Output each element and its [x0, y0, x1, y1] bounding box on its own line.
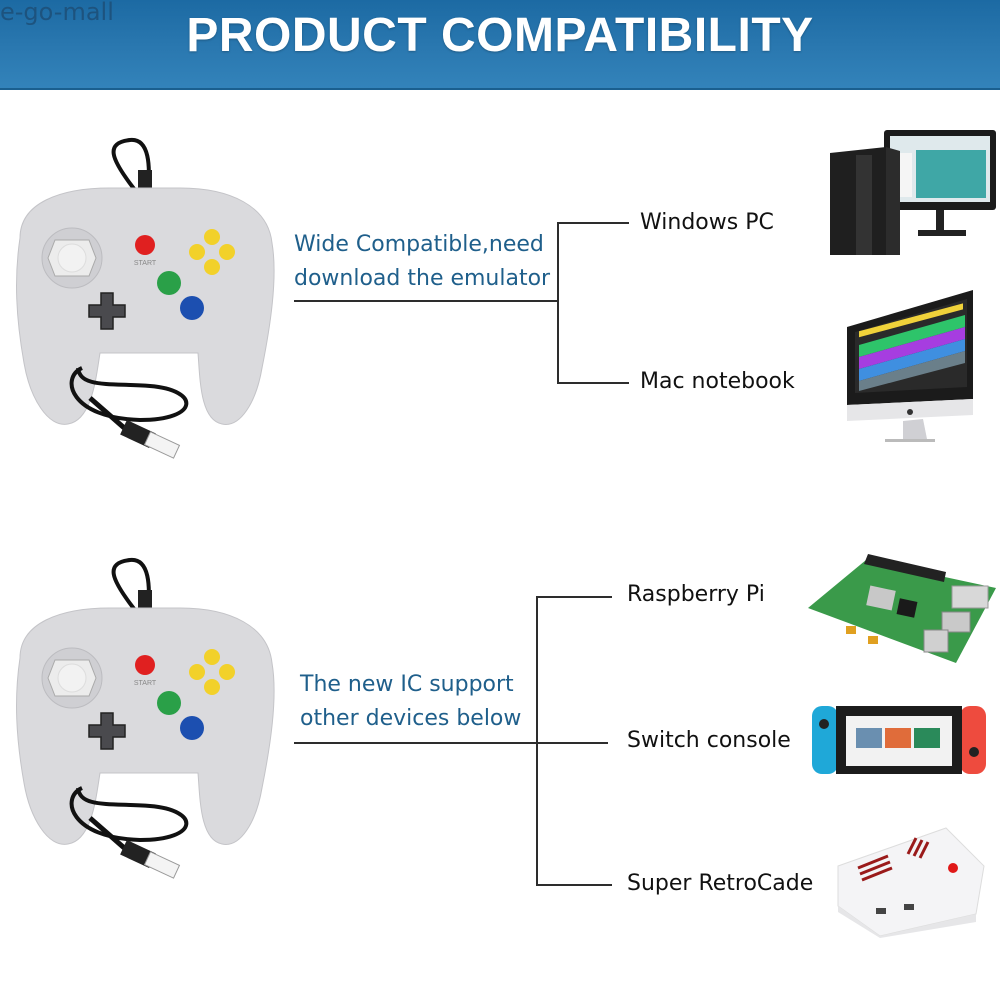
- description-line: Wide Compatible,need: [294, 232, 544, 257]
- device-label-mac-notebook: Mac notebook: [640, 369, 795, 394]
- gamepad-controller-icon: START: [16, 138, 275, 459]
- connector-line: [536, 596, 612, 598]
- header-banner: e-go-mall PRODUCT COMPATIBILITY: [0, 0, 1000, 90]
- raspberry-pi-icon: [808, 554, 996, 663]
- connector-line: [294, 300, 558, 302]
- svg-text:START: START: [134, 680, 157, 687]
- page-title: PRODUCT COMPATIBILITY: [186, 9, 814, 62]
- connector-line: [557, 382, 629, 384]
- device-label-windows-pc: Windows PC: [640, 210, 774, 235]
- nintendo-switch-icon: [812, 706, 986, 774]
- desktop-pc-icon: [830, 130, 996, 255]
- description-line: other devices below: [300, 706, 522, 731]
- description-line: download the emulator: [294, 266, 551, 291]
- device-label-raspberry-pi: Raspberry Pi: [627, 582, 765, 607]
- device-label-super-retrocade: Super RetroCade: [627, 871, 814, 896]
- svg-text:START: START: [134, 260, 157, 267]
- connector-line: [536, 884, 612, 886]
- description-text-1: Wide Compatible,need download the emulat…: [294, 228, 550, 296]
- connector-line: [294, 742, 608, 744]
- super-retrocade-icon: [837, 827, 985, 938]
- connector-line: [557, 222, 629, 224]
- gamepad-controller-icon: START: [16, 558, 275, 879]
- connector-line: [536, 596, 538, 885]
- connector-line: [557, 222, 559, 383]
- watermark: e-go-mall: [0, 0, 114, 26]
- device-label-switch-console: Switch console: [627, 728, 791, 753]
- imac-icon: [847, 290, 973, 442]
- description-line: The new IC support: [300, 672, 514, 697]
- description-text-2: The new IC support other devices below: [300, 668, 521, 736]
